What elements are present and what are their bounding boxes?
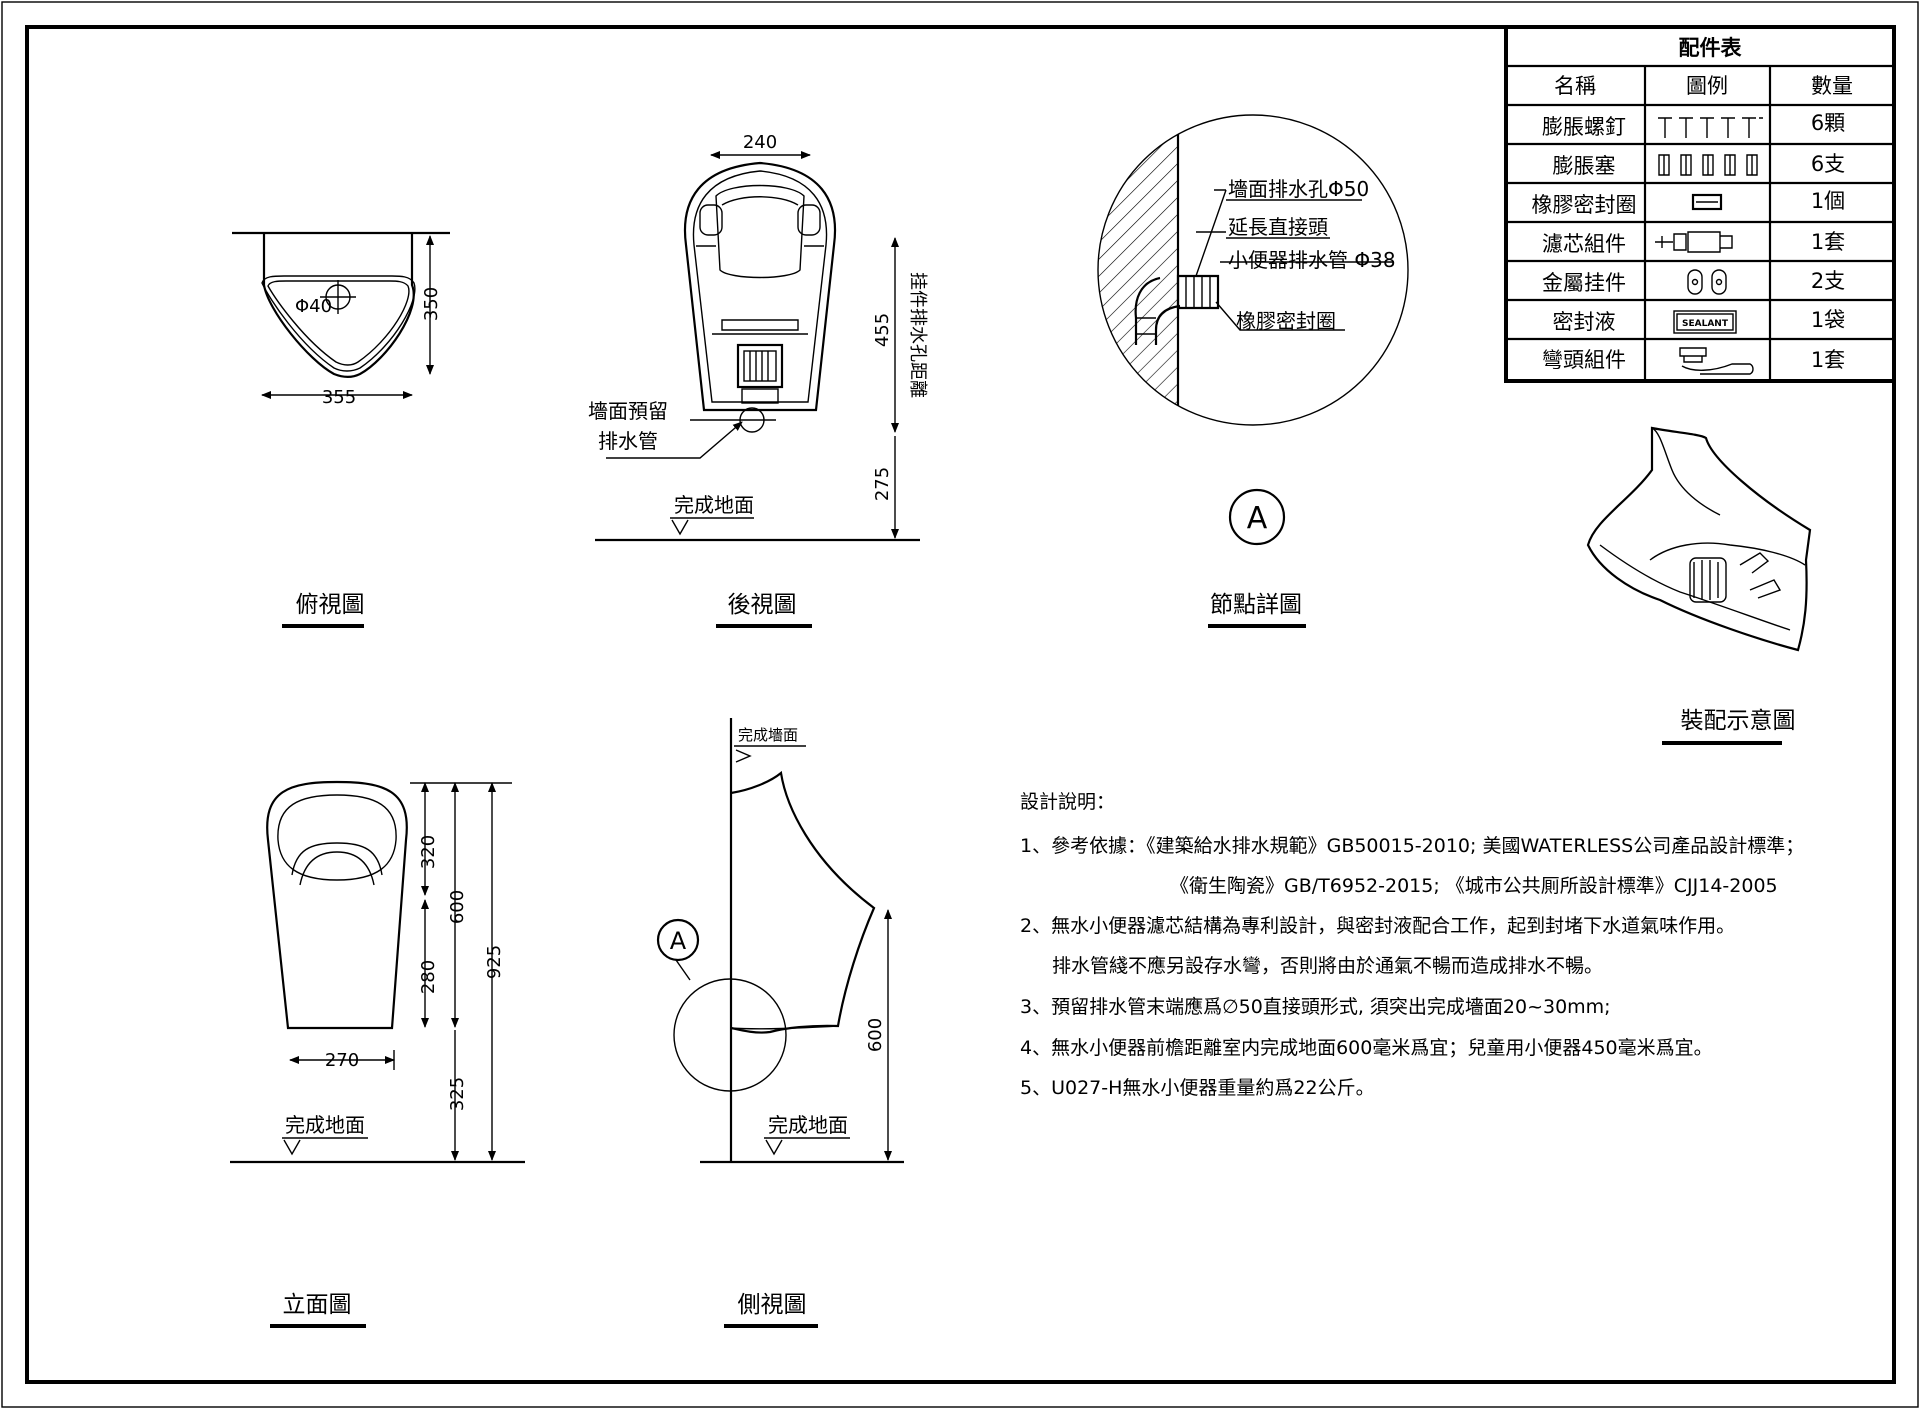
dim-325: 325 [447,1077,468,1111]
anchor-plug-icon [1658,154,1758,176]
screw-icon [1658,117,1763,138]
note-line: 3、預留排水管末端應爲∅50直接頭形式, 須突出完成墻面20~30mm; [1020,995,1611,1018]
hang-distance-label: 挂件排水孔距離 [907,272,928,398]
pipe-label-2: 排水管 [598,429,658,453]
part-name: 濾芯組件 [1542,232,1626,256]
assembly-view-title: 裝配示意圖 [1681,708,1796,734]
detail-label: 小便器排水管 Φ38 [1228,248,1396,272]
detail-view-title: 節點詳圖 [1210,592,1302,618]
side-view: 完成墻面 A 600 完成地面 側視圖 [656,718,904,1328]
part-name: 密封液 [1553,310,1616,334]
pipe-label-1: 墻面預留 [588,399,668,423]
dim-270: 270 [325,1050,359,1071]
dim-600: 600 [865,1018,886,1052]
dim-depth: 350 [421,287,442,321]
wall-label: 完成墻面 [738,726,798,744]
front-view-title: 立面圖 [283,1292,352,1318]
part-name: 膨脹塞 [1553,154,1616,178]
dim-320: 320 [418,835,439,869]
floor-label: 完成地面 [674,493,754,517]
note-line: 2、無水小便器濾芯結構為專利設計，與密封液配合工作，起到封堵下水道氣味作用。 [1020,915,1735,937]
drain-hole-label: Φ40 [295,296,332,317]
dim-width: 240 [743,132,777,153]
back-view-title: 後視圖 [728,592,797,618]
detail-label: 墻面排水孔Φ50 [1228,177,1369,201]
part-name: 橡膠密封圈 [1532,193,1637,217]
design-notes: 設計說明： 1、參考依據：《建築給水排水規範》GB50015-2010; 美國W… [1020,791,1804,1099]
assembly-view: 裝配示意圖 [1586,426,1812,745]
part-qty: 1套 [1811,348,1845,372]
svg-text:A: A [670,927,687,955]
part-qty: 6支 [1811,152,1845,176]
dim-275: 275 [872,467,893,501]
dim-455: 455 [872,313,893,347]
dim-925: 925 [484,945,505,979]
part-qty: 6顆 [1811,111,1845,135]
parts-table: 配件表 名稱 圖例 數量 膨脹螺釘 6顆 膨脹塞 6支 橡膠密封圈 1個 濾芯組… [1504,25,1896,383]
note-line: 5、U027-H無水小便器重量約爲22公斤。 [1020,1077,1375,1099]
part-name: 彎頭組件 [1542,348,1626,372]
part-name: 膨脹螺釘 [1542,115,1626,139]
note-line: 排水管綫不應另設存水彎，否則將由於通氣不暢而造成排水不暢。 [1052,954,1603,977]
elbow-icon [1679,347,1754,375]
back-view: 240 墻面預留 排水管 455 275 挂件排水孔距離 完成地面 後視圖 [588,132,928,628]
dim-280: 280 [418,960,439,994]
top-view: Φ40 355 350 俯視圖 [232,231,450,628]
front-view: 320 280 600 325 925 270 完成地面 立面圖 [230,780,525,1328]
detail-label: 橡膠密封圈 [1236,309,1336,333]
metal-hanger-icon [1687,269,1727,295]
detail-marker [1228,488,1286,546]
note-line: 4、無水小便器前檐距離室内完成地面600毫米爲宜；兒童用小便器450毫米爲宜。 [1020,1037,1713,1059]
header-legend: 圖例 [1686,74,1728,98]
header-name: 名稱 [1554,74,1596,98]
svg-text:A: A [1247,501,1268,536]
svg-text:SEALANT: SEALANT [1682,319,1729,329]
dim-600: 600 [447,890,468,924]
note-line: 《衛生陶瓷》GB/T6952-2015; 《城市公共厠所設計標準》CJJ14-2… [1170,875,1778,897]
notes-heading: 設計說明： [1020,791,1115,813]
detail-label: 延長直接頭 [1228,215,1328,239]
part-qty: 1個 [1811,189,1845,213]
floor-label: 完成地面 [768,1113,848,1137]
seal-ring-icon [1691,193,1723,211]
detail-view: 墻面排水孔Φ50 延長直接頭 小便器排水管 Φ38 橡膠密封圈 A 節點詳圖 [1097,114,1409,628]
side-view-title: 側視圖 [738,1292,807,1318]
parts-table-title: 配件表 [1679,36,1743,60]
part-qty: 1袋 [1811,308,1845,332]
part-qty: 1套 [1811,230,1845,254]
top-view-title: 俯視圖 [296,592,365,618]
detail-marker [656,918,700,962]
note-line: 1、參考依據：《建築給水排水規範》GB50015-2010; 美國WATERLE… [1020,835,1804,857]
part-name: 金屬挂件 [1542,271,1626,295]
inner-frame [25,25,1896,1384]
dim-width: 355 [322,387,356,408]
part-qty: 2支 [1811,269,1845,293]
sealant-bag-icon: SEALANT [1673,310,1737,334]
floor-label: 完成地面 [285,1113,365,1137]
filter-cartridge-icon [1655,231,1733,253]
header-qty: 數量 [1811,74,1853,98]
